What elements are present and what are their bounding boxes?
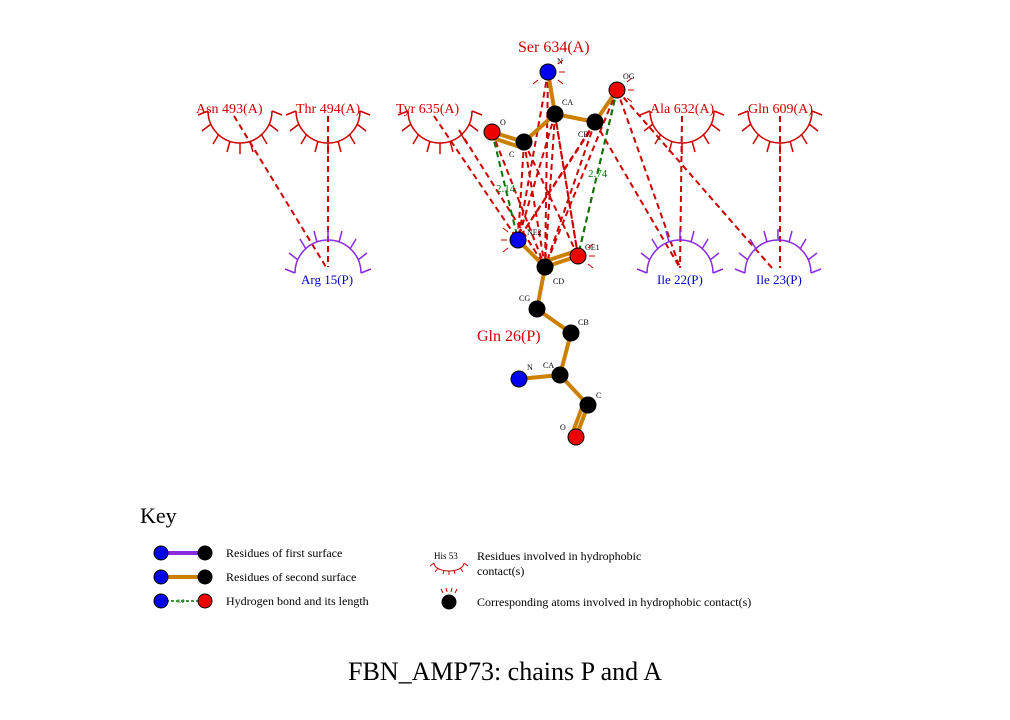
key-second-surface-atom-c — [197, 569, 213, 585]
atom-gln-cg — [528, 300, 546, 318]
atom-ser-og — [608, 81, 626, 99]
key-hbond-atom-o — [197, 593, 213, 609]
key-hydrophobic-arc-icon — [429, 562, 469, 575]
residue-label-asn493: Asn 493(A) — [196, 102, 263, 117]
atom-gln-c — [579, 396, 597, 414]
atom-label: CB — [578, 318, 589, 327]
key-second-surface-label: Residues of second surface — [226, 570, 356, 584]
key-title: Key — [140, 503, 177, 528]
key-hbond-length: 3.0 — [177, 599, 185, 605]
arc-thr494 — [285, 110, 371, 154]
key-hydrophobic-atom — [441, 594, 457, 610]
key-first-surface-atom-c — [197, 545, 213, 561]
residue-label-gln609: Gln 609(A) — [748, 102, 813, 117]
hbond-distance-left: 2.14 — [496, 183, 516, 195]
hydrogen-bond-lines — [491, 89, 618, 257]
hydrophobic-arcs-chain-a — [197, 110, 823, 154]
residue-label-gln26: Gln 26(P) — [477, 328, 541, 345]
residue-label-ala632: Ala 632(A) — [650, 102, 714, 117]
arc-tyr635 — [397, 110, 483, 154]
key-hydrophobic-example-label: His 53 — [434, 551, 458, 561]
atom-label: O — [500, 118, 506, 127]
residue-label-tyr635: Tyr 635(A) — [396, 102, 460, 117]
key-hbond-label: Hydrogen bond and its length — [226, 594, 369, 608]
atom-label: CB — [578, 130, 589, 139]
atom-label: N — [557, 57, 563, 66]
atom-label: OG — [623, 72, 635, 81]
atom-label: C — [509, 150, 514, 159]
residue-label-ser634: Ser 634(A) — [518, 39, 590, 56]
atom-ser-o — [483, 123, 501, 141]
atom-label: CA — [543, 361, 554, 370]
key-legend: Key Residues of first surface Residues o… — [140, 503, 751, 610]
atom-gln-cb — [562, 324, 580, 342]
diagram-caption: FBN_AMP73: chains P and A — [348, 657, 662, 686]
atom-gln-cd — [536, 258, 554, 276]
hydrophobic-arcs-chain-p — [284, 229, 822, 274]
residue-label-thr494: Thr 494(A) — [296, 102, 360, 117]
atom-label: C — [596, 391, 601, 400]
atom-label: NE2 — [527, 228, 542, 237]
atom-ser-n — [539, 63, 557, 81]
arc-arg15 — [284, 229, 372, 274]
key-hydrophobic-atoms-label: Corresponding atoms involved in hydropho… — [477, 595, 751, 609]
ligand-atoms — [483, 63, 626, 446]
arc-ala632 — [639, 110, 725, 154]
atom-ser-c — [515, 133, 533, 151]
arc-gln609 — [737, 110, 823, 154]
key-hydrophobic-atom-spikes — [440, 587, 458, 594]
residue-label-arg15: Arg 15(P) — [301, 272, 353, 287]
atom-contact-spikes — [501, 59, 634, 269]
key-hbond-atom-n — [153, 593, 169, 609]
atom-ser-ca — [546, 105, 564, 123]
atom-label: N — [527, 363, 533, 372]
key-hydrophobic-residues-line2: contact(s) — [477, 564, 524, 578]
residue-label-ile22: Ile 22(P) — [657, 272, 703, 287]
atom-gln-oe1 — [569, 247, 587, 265]
atom-label: CD — [553, 277, 564, 286]
atom-label: O — [560, 423, 566, 432]
atom-label: OE1 — [585, 243, 600, 252]
atom-label: CA — [562, 98, 573, 107]
atom-gln-n — [510, 370, 528, 388]
atom-labels: N OG CA CB O C NE2 OE1 CD CG CB CA N C O — [500, 57, 635, 432]
key-first-surface-label: Residues of first surface — [226, 546, 342, 560]
arc-ile23 — [734, 229, 822, 274]
atom-label: CG — [519, 294, 530, 303]
atom-gln-o — [567, 428, 585, 446]
key-first-surface-atom-n — [153, 545, 169, 561]
residue-label-ile23: Ile 23(P) — [756, 272, 802, 287]
key-second-surface-atom-n — [153, 569, 169, 585]
atom-ser-cb — [586, 113, 604, 131]
arc-asn493 — [197, 110, 283, 154]
key-hydrophobic-residues-line1: Residues involved in hydrophobic — [477, 549, 641, 563]
atom-gln-ca — [551, 366, 569, 384]
arc-ile22 — [636, 229, 724, 274]
hbond-distance-right: 2.74 — [588, 168, 608, 180]
atom-gln-ne2 — [509, 231, 527, 249]
